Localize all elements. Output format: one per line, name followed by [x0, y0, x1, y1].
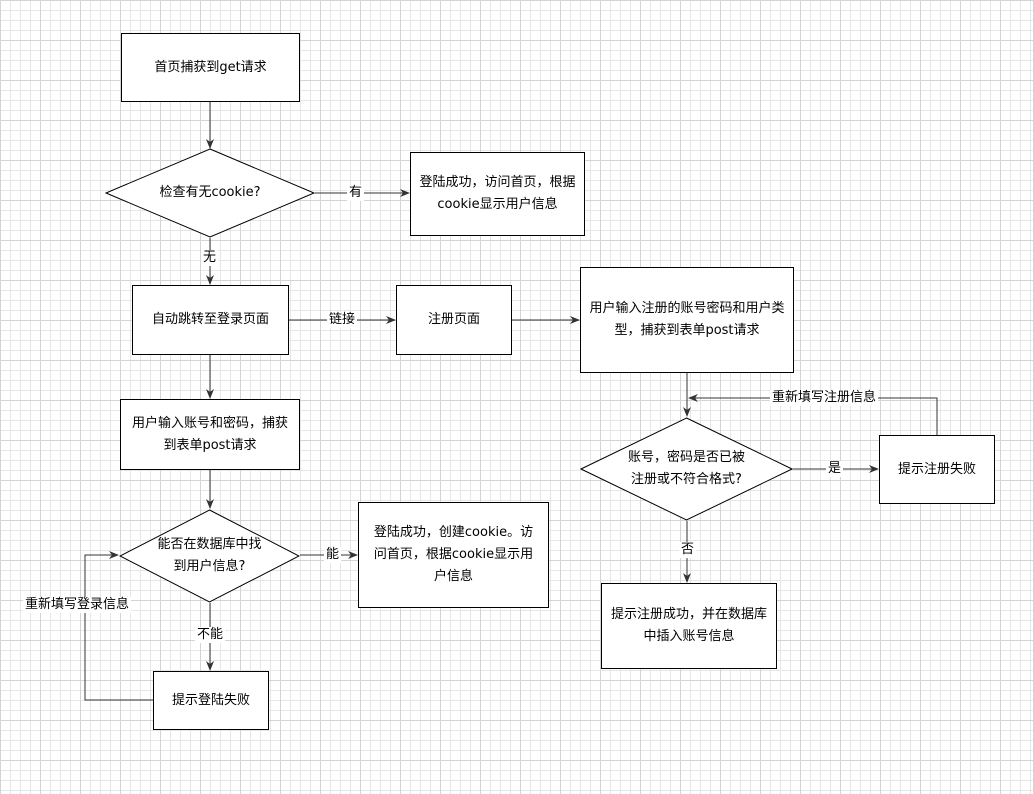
diamond-shape [580, 417, 793, 521]
edge-label-refill-login: 重新填写登录信息 [23, 597, 132, 613]
node-check-registered: 账号，密码是否已被注册或不符合格式? [580, 417, 793, 521]
node-login-fail-label: 提示登陆失败 [171, 692, 250, 708]
node-register-fail: 提示注册失败 [879, 435, 995, 504]
node-check-cookie: 检查有无cookie? [105, 148, 315, 238]
node-check-cookie-label: 检查有无cookie? [159, 185, 261, 200]
edge-label-refill-register: 重新填写注册信息 [770, 390, 879, 406]
edge-login-fail-loop [84, 551, 153, 701]
edge-label-link: 链接 [327, 312, 358, 328]
node-check-registered-label: 账号，密码是否已被注册或不符合格式? [580, 417, 793, 521]
diamond-shape [105, 148, 315, 238]
node-login-success-cookie: 登陆成功，访问首页，根据cookie显示用户信息 [410, 152, 585, 236]
edge-label-has: 有 [347, 185, 365, 201]
node-register-fail-label: 提示注册失败 [897, 461, 976, 477]
node-login-success-cookie-label: 登陆成功，访问首页，根据cookie显示用户信息 [419, 175, 576, 212]
node-login-success-create-label: 登陆成功，创建cookie。访问首页，根据cookie显示用户信息 [373, 525, 534, 584]
edge-label-cannot: 不能 [195, 627, 226, 643]
node-auto-redirect-login-label: 自动跳转至登录页面 [151, 312, 269, 327]
diamond-shape [119, 509, 300, 603]
node-find-user-db: 能否在数据库中找到用户信息? [119, 509, 300, 603]
node-user-input-register-label: 用户输入注册的账号密码和用户类型，捕获到表单post请求 [589, 301, 785, 338]
edge-label-none: 无 [201, 250, 219, 266]
node-check-registered-text: 账号，密码是否已被注册或不符合格式? [627, 450, 745, 487]
node-register-success: 提示注册成功，并在数据库中插入账号信息 [601, 583, 777, 669]
edge-label-no: 否 [679, 542, 697, 558]
edge-label-yes: 是 [826, 461, 844, 477]
node-login-success-create: 登陆成功，创建cookie。访问首页，根据cookie显示用户信息 [358, 502, 549, 608]
node-user-input-login: 用户输入账号和密码，捕获到表单post请求 [120, 399, 300, 470]
node-register-page-label: 注册页面 [427, 312, 480, 327]
node-login-fail: 提示登陆失败 [153, 671, 269, 730]
node-user-input-login-label: 用户输入账号和密码，捕获到表单post请求 [131, 415, 288, 453]
node-home-get: 首页捕获到get请求 [121, 33, 300, 102]
node-find-user-db-text: 能否在数据库中找到用户信息? [157, 537, 262, 574]
node-auto-redirect-login: 自动跳转至登录页面 [132, 285, 289, 355]
node-register-success-label: 提示注册成功，并在数据库中插入账号信息 [610, 607, 767, 644]
node-register-page: 注册页面 [396, 285, 512, 355]
node-user-input-register: 用户输入注册的账号密码和用户类型，捕获到表单post请求 [580, 267, 794, 373]
node-home-get-label: 首页捕获到get请求 [154, 59, 267, 75]
edge-label-can: 能 [324, 547, 342, 563]
node-find-user-db-label: 能否在数据库中找到用户信息? [119, 509, 300, 603]
